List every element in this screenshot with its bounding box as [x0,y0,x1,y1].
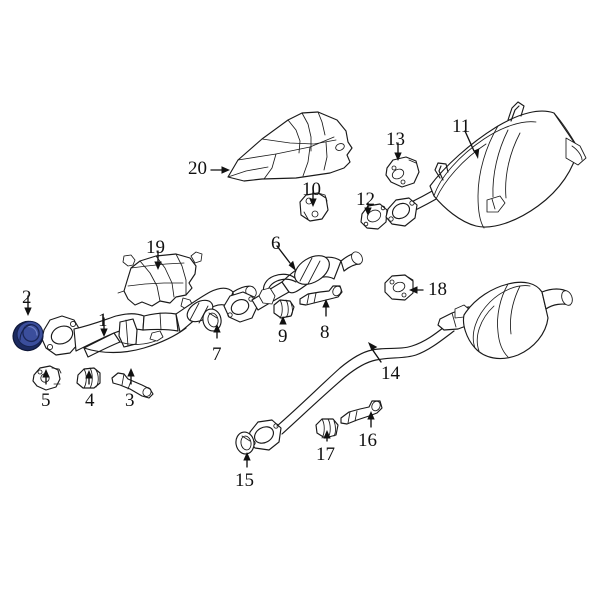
callout-label-8[interactable]: 8 [320,322,330,343]
callout-label-3[interactable]: 3 [125,390,135,411]
part-14-rear-exhaust-pipe [247,281,573,451]
callout-label-5[interactable]: 5 [41,390,51,411]
part-9-exhaust-spring [273,299,295,319]
part-5-exhaust-hanger-insulator [32,365,62,391]
part-19-converter-heat-shield [117,251,203,311]
callout-leaders [24,130,480,468]
part-20-exhaust-system-heat-shield [227,111,353,182]
callout-label-9[interactable]: 9 [278,326,288,347]
callout-label-14[interactable]: 14 [381,363,400,384]
part-6-center-exhaust-pipe-with-resonator [223,251,363,323]
part-3-exhaust-stud-bolt [111,372,154,399]
callout-label-11[interactable]: 11 [452,116,471,137]
callout-label-12[interactable]: 12 [356,189,375,210]
callout-label-18[interactable]: 18 [428,279,447,300]
callout-label-1[interactable]: 1 [98,310,108,331]
callout-label-6[interactable]: 6 [271,233,281,254]
part-11-rear-muffler-assembly [385,101,587,229]
callout-label-16[interactable]: 16 [358,430,377,451]
part-17-exhaust-spring [315,418,339,439]
part-18-muffler-hanger-insulator [384,274,414,301]
part-13-muffler-hanger-insulator [385,156,420,188]
part-16-exhaust-flange-bolt [340,400,383,425]
callout-label-2[interactable]: 2 [22,287,32,308]
part-8-exhaust-flange-bolt [299,285,343,306]
callout-label-4[interactable]: 4 [85,390,95,411]
callout-label-10[interactable]: 10 [302,179,321,200]
callout-label-13[interactable]: 13 [386,129,405,150]
part-10-exhaust-pipe-hanger-bracket [299,192,329,222]
callout-label-20[interactable]: 20 [188,158,207,179]
part-2-exhaust-pipe-gasket-ring-highlighted [12,320,44,352]
callout-label-7[interactable]: 7 [212,344,222,365]
callout-label-19[interactable]: 19 [146,237,165,258]
part-15-exhaust-seal-ring [235,431,255,455]
callout-label-15[interactable]: 15 [235,470,254,491]
callout-label-17[interactable]: 17 [316,444,335,465]
